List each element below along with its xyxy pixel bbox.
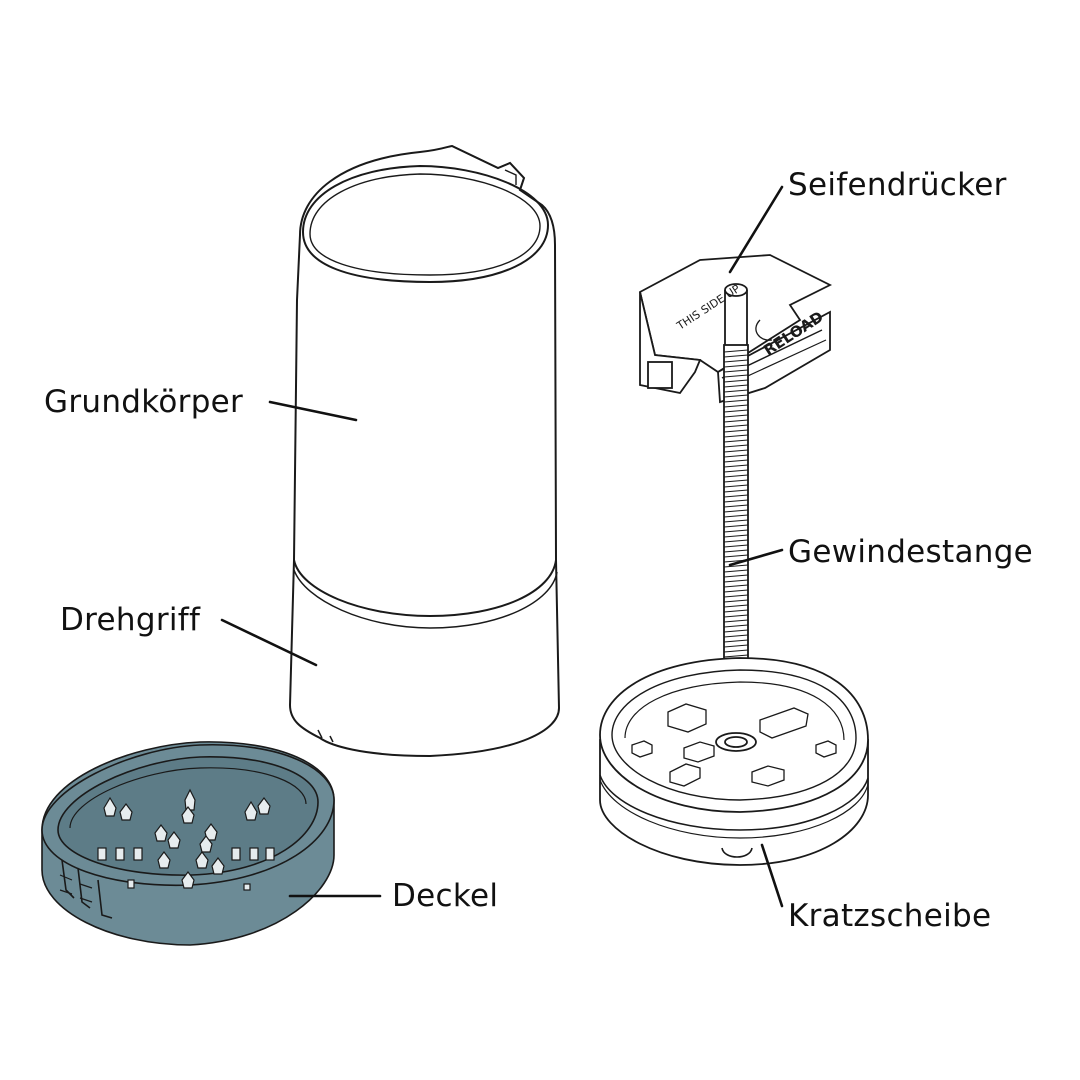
leader-gewindestange <box>728 548 784 567</box>
leader-seifendruecker <box>728 185 784 274</box>
rod-thread-line <box>723 499 749 503</box>
rod-thread-line <box>723 409 749 413</box>
rod-thread-line <box>723 529 749 533</box>
rod-thread-line <box>723 644 749 648</box>
leader-lines <box>220 185 784 908</box>
rod-thread-line <box>723 534 749 538</box>
rod-thread-line <box>723 474 749 478</box>
rod-thread-line <box>723 554 749 558</box>
rod-thread-line <box>723 479 749 483</box>
rod-thread-line <box>723 494 749 498</box>
rod-thread-line <box>723 544 749 548</box>
rod-thread-line <box>723 469 749 473</box>
rod-thread-line <box>723 434 749 438</box>
rod-thread-line <box>723 579 749 583</box>
rod-thread-line <box>723 634 749 638</box>
rod-thread-line <box>723 639 749 643</box>
label-drehgriff: Drehgriff <box>60 602 201 638</box>
rod-thread-line <box>723 609 749 613</box>
rod-thread-line <box>723 419 749 423</box>
scraper-disc-part <box>599 657 869 866</box>
lid-part <box>41 741 335 946</box>
rod-thread-line <box>723 359 749 363</box>
rod-thread-line <box>723 594 749 598</box>
label-kratzscheibe: Kratzscheibe <box>788 898 992 934</box>
label-deckel: Deckel <box>392 878 499 914</box>
rod-thread-line <box>723 444 749 448</box>
rod-thread-line <box>723 514 749 518</box>
rod-thread-line <box>723 599 749 603</box>
rod-thread-line <box>723 549 749 553</box>
rod-thread-line <box>723 574 749 578</box>
rod-thread-line <box>723 604 749 608</box>
rod-thread-line <box>723 589 749 593</box>
rod-thread-line <box>723 354 749 358</box>
rod-thread-line <box>723 624 749 628</box>
rod-thread-line <box>723 449 749 453</box>
rod-thread-line <box>723 394 749 398</box>
rod-thread-line <box>723 619 749 623</box>
rod-thread-line <box>723 504 749 508</box>
rod-thread-line <box>723 564 749 568</box>
main-body-part <box>288 144 561 758</box>
rod-thread-line <box>723 349 749 353</box>
rod-thread-line <box>723 569 749 573</box>
rod-thread-line <box>723 509 749 513</box>
rod-thread-line <box>723 369 749 373</box>
rod-thread-line <box>723 524 749 528</box>
rod-thread-line <box>723 539 749 543</box>
label-grundkoerper: Grundkörper <box>44 384 244 420</box>
label-gewindestange: Gewindestange <box>788 534 1034 570</box>
rod-thread-line <box>723 584 749 588</box>
rod-thread-line <box>723 439 749 443</box>
rod-thread-line <box>723 654 749 658</box>
rod-thread-line <box>723 374 749 378</box>
rod-thread-line <box>723 614 749 618</box>
leader-kratzscheibe <box>760 843 784 908</box>
rod-thread-line <box>723 389 749 393</box>
rod-thread-line <box>723 429 749 433</box>
rod-thread-line <box>723 414 749 418</box>
rod-thread-line <box>723 454 749 458</box>
rod-thread-line <box>723 399 749 403</box>
rod-thread-line <box>723 489 749 493</box>
rod-thread-line <box>723 424 749 428</box>
leader-grundkoerper <box>268 400 358 422</box>
rod-thread-line <box>723 629 749 633</box>
rod-thread-line <box>723 364 749 368</box>
rod-thread-line <box>723 379 749 383</box>
rod-thread-line <box>723 649 749 653</box>
leader-drehgriff <box>220 618 318 667</box>
rod-thread-line <box>723 464 749 468</box>
rod-thread-line <box>723 404 749 408</box>
rod-thread-line <box>723 519 749 523</box>
rod-thread-line <box>723 459 749 463</box>
label-seifendruecker: Seifendrücker <box>788 167 1007 203</box>
rod-thread-line <box>723 484 749 488</box>
rod-thread-line <box>723 384 749 388</box>
